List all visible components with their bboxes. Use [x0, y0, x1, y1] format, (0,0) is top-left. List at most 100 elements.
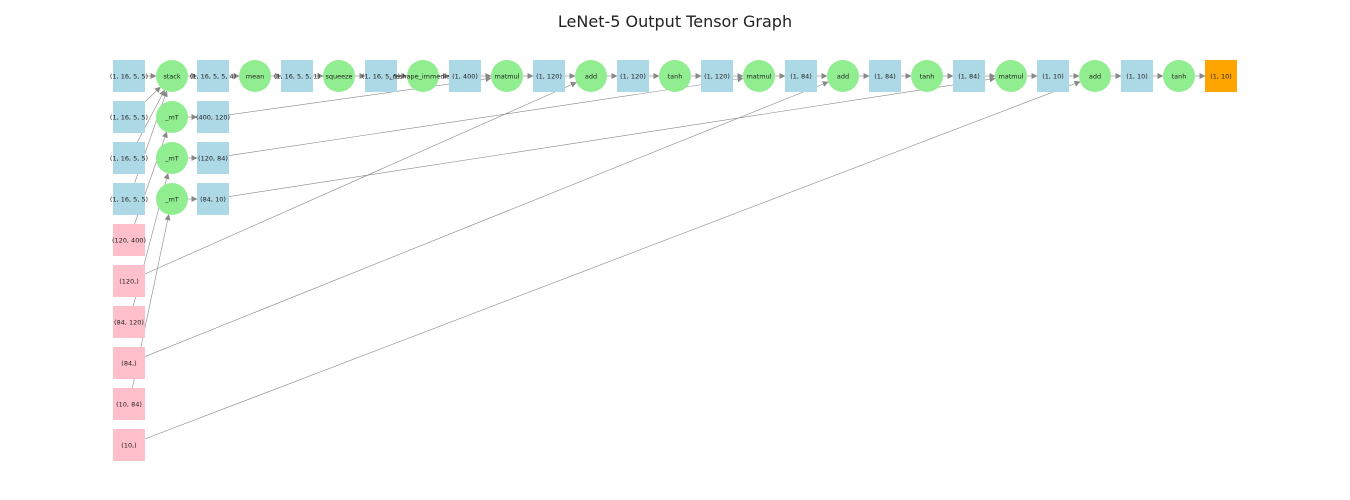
node-label: add: [837, 72, 849, 80]
op-node-mm1: matmul: [491, 60, 523, 92]
node-shape: [197, 101, 229, 133]
node-label: (1, 120): [620, 72, 646, 80]
node-label: (84, 10): [200, 195, 226, 203]
node-shape: [156, 60, 188, 92]
node-label: (10,): [121, 441, 136, 449]
node-shape: [1163, 60, 1195, 92]
node-shape: [365, 60, 397, 92]
tensor-node-t12: (1, 84): [869, 60, 901, 92]
tensor-node-t0: (1, 16, 5, 5): [110, 60, 148, 92]
op-node-mm3: matmul: [995, 60, 1027, 92]
node-label: matmul: [746, 72, 771, 80]
node-shape: [239, 60, 271, 92]
op-node-tanh3: tanh: [1163, 60, 1195, 92]
node-shape: [156, 142, 188, 174]
node-shape: [869, 60, 901, 92]
node-shape: [533, 60, 565, 92]
op-node-add3: add: [1079, 60, 1111, 92]
edge-p1-to-add1: [144, 81, 577, 275]
tensor-node-w2: (120, 84): [197, 142, 229, 174]
node-label: (1, 16, 5, 5): [362, 72, 400, 80]
edge-t2-to-stack: [137, 89, 165, 143]
op-node-tanh1: tanh: [659, 60, 691, 92]
node-label: (1, 84): [790, 72, 812, 80]
tensor-node-t15: (1, 10): [1121, 60, 1153, 92]
node-shape: [113, 60, 145, 92]
tensor-node-t5: (1, 16, 5, 5, 1): [274, 60, 320, 92]
node-label: (1, 10): [1126, 72, 1148, 80]
node-label: (120, 400): [112, 236, 146, 244]
node-label: _reshape_immediate: [388, 72, 457, 80]
node-label: (1, 16, 5, 5): [110, 113, 148, 121]
output-node-out: (1, 10): [1205, 60, 1237, 92]
tensor-node-w1: (400, 120): [196, 101, 230, 133]
tensor-node-t11: (1, 84): [785, 60, 817, 92]
node-label: (84,): [121, 359, 136, 367]
node-label: stack: [163, 72, 180, 80]
node-label: tanh: [1172, 72, 1187, 80]
tensor-node-t14: (1, 10): [1037, 60, 1069, 92]
node-shape: [113, 265, 145, 297]
node-label: add: [1089, 72, 1101, 80]
edges-layer: [132, 73, 1206, 440]
param-node-p5: (10,): [113, 429, 145, 461]
op-node-mT1: _mT: [156, 101, 188, 133]
graph-title: LeNet-5 Output Tensor Graph: [557, 12, 793, 31]
param-node-p4: (10, 84): [113, 388, 145, 420]
node-shape: [617, 60, 649, 92]
tensor-node-t7: (1, 400): [449, 60, 481, 92]
tensor-node-t9: (1, 120): [617, 60, 649, 92]
op-node-mm2: matmul: [743, 60, 775, 92]
node-shape: [701, 60, 733, 92]
edge-w3-to-mm3: [228, 76, 996, 197]
node-label: (1, 400): [452, 72, 478, 80]
node-label: matmul: [998, 72, 1023, 80]
param-node-p0: (120, 400): [112, 224, 146, 256]
op-node-add1: add: [575, 60, 607, 92]
node-shape: [156, 183, 188, 215]
tensor-node-t8: (1, 120): [533, 60, 565, 92]
node-label: (1, 10): [1210, 72, 1232, 80]
node-shape: [113, 306, 145, 338]
param-node-p1: (120,): [113, 265, 145, 297]
node-label: (1, 16, 5, 5): [110, 154, 148, 162]
node-label: (120, 84): [198, 154, 228, 162]
node-shape: [113, 347, 145, 379]
node-label: (1, 120): [536, 72, 562, 80]
edge-w2-to-mm2: [228, 76, 744, 156]
tensor-node-t4: (1, 16, 5, 5, 4): [190, 60, 236, 92]
node-shape: [827, 60, 859, 92]
node-shape: [113, 429, 145, 461]
node-shape: [1121, 60, 1153, 92]
node-shape: [113, 183, 145, 215]
param-node-p2: (84, 120): [113, 306, 145, 338]
node-label: _mT: [164, 154, 179, 162]
node-label: matmul: [494, 72, 519, 80]
node-label: tanh: [668, 72, 683, 80]
node-shape: [953, 60, 985, 92]
node-label: _mT: [164, 113, 179, 121]
node-shape: [197, 142, 229, 174]
node-shape: [113, 388, 145, 420]
edge-p5-to-add3: [144, 80, 1081, 440]
param-node-p3: (84,): [113, 347, 145, 379]
nodes-layer: (1, 16, 5, 5) (1, 16, 5, 5) (1, 16, 5, 5) (…: [110, 60, 1237, 461]
node-label: (84, 120): [114, 318, 144, 326]
node-shape: [113, 142, 145, 174]
op-node-tanh2: tanh: [911, 60, 943, 92]
node-label: (10, 84): [116, 400, 142, 408]
node-label: (1, 16, 5, 5): [110, 195, 148, 203]
node-label: (1, 84): [958, 72, 980, 80]
node-shape: [197, 60, 229, 92]
node-label: add: [585, 72, 597, 80]
node-shape: [743, 60, 775, 92]
node-shape: [113, 224, 145, 256]
edge-t1-to-stack: [144, 86, 161, 102]
tensor-node-t1: (1, 16, 5, 5): [110, 101, 148, 133]
op-node-mT3: _mT: [156, 183, 188, 215]
node-shape: [785, 60, 817, 92]
node-label: _mT: [164, 195, 179, 203]
node-label: (1, 84): [874, 72, 896, 80]
tensor-node-t3: (1, 16, 5, 5): [110, 183, 148, 215]
node-label: (1, 120): [704, 72, 730, 80]
